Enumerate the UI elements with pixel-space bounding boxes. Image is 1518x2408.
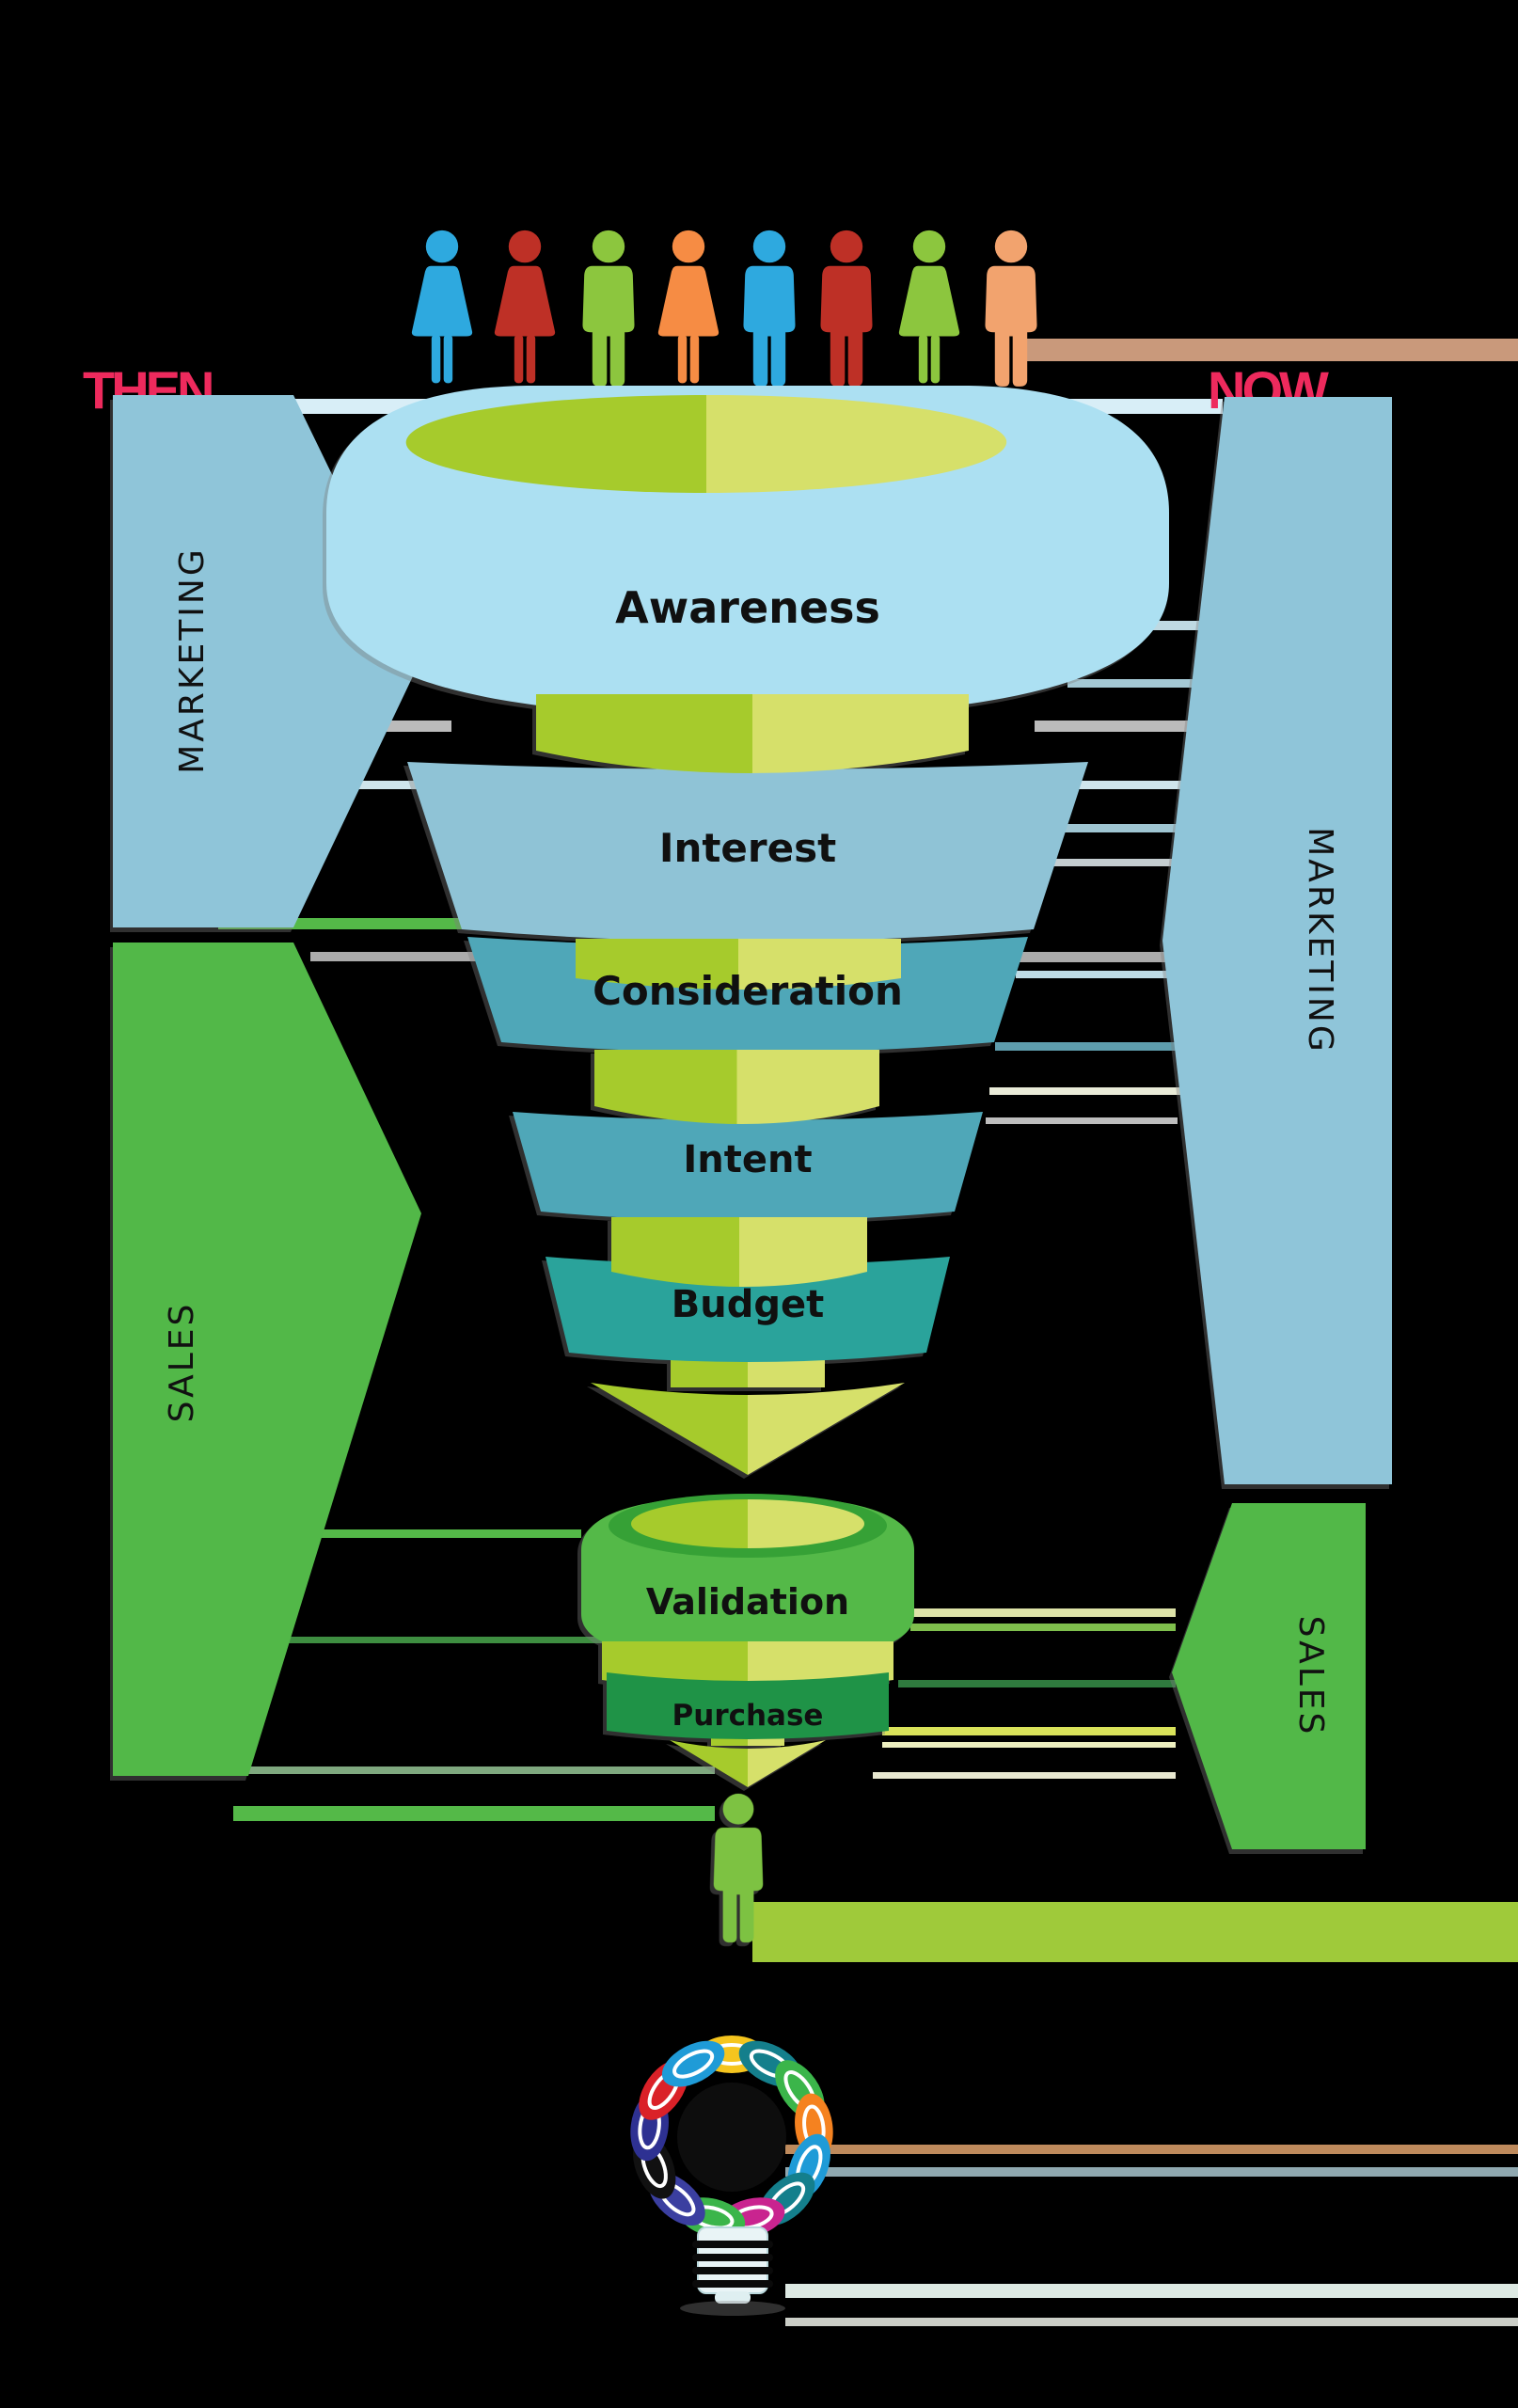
funnel-label-budget: Budget [672, 1283, 824, 1326]
streak-line [237, 1766, 715, 1774]
streak-line [785, 2167, 1518, 2177]
funnel-core-neck [576, 939, 901, 990]
streak-line [254, 1637, 607, 1643]
lightbulb-logo [630, 2036, 833, 2316]
funnel-core-neck [594, 1050, 879, 1124]
funnel-label-consideration: Consideration [593, 968, 903, 1014]
sales-panel-left-label: SALES [163, 1302, 201, 1423]
funnel-opening [405, 395, 1007, 493]
person-icon [820, 230, 873, 387]
bulb-shadow [680, 2301, 785, 2316]
streak-line [989, 1087, 1180, 1095]
streak-line [995, 1042, 1185, 1051]
streak-line [873, 1772, 1176, 1779]
funnel-core-neck [602, 1641, 893, 1690]
validation-opening [631, 1499, 864, 1548]
funnel-stage-interest [407, 762, 1088, 942]
person-icon [582, 230, 635, 387]
funnel-label-awareness: Awareness [615, 582, 880, 633]
funnel-stage-purchase [607, 1672, 889, 1739]
streak-line [1016, 952, 1194, 962]
streak-line [882, 1742, 1176, 1748]
person-icon [898, 230, 960, 384]
streak-line [275, 1529, 581, 1538]
streak-line [1042, 824, 1210, 832]
person-icon [743, 230, 796, 387]
funnel-label-intent: Intent [683, 1138, 812, 1181]
bulb-base-tip [715, 2291, 751, 2304]
bulb-base-thread [692, 2254, 773, 2261]
streak-line [910, 1608, 1176, 1617]
streak-line [1052, 781, 1213, 789]
streak-line [233, 1806, 715, 1821]
person-icon [985, 230, 1037, 387]
bulb-ring-blob-highlight [672, 2049, 715, 2079]
streak-line [1027, 339, 1518, 361]
funnel-label-validation: Validation [646, 1581, 849, 1623]
bulb-core [677, 2083, 786, 2192]
down-arrow-head [591, 1383, 905, 1475]
streak-line [785, 2318, 1518, 2326]
small-down-arrow-head [670, 1740, 826, 1787]
funnel-core-neck [536, 694, 969, 773]
sales-panel-left [113, 943, 421, 1776]
person-icon [494, 230, 556, 384]
streak-line [785, 2284, 1518, 2298]
funnel-stage-intent [513, 1112, 983, 1221]
funnel-stage-budget [546, 1257, 950, 1362]
streak-line [910, 1624, 1176, 1631]
streak-line [785, 2145, 1518, 2154]
audience-row [411, 230, 1037, 387]
streak-line [1035, 721, 1219, 732]
sales-panel-right-label: SALES [1291, 1616, 1330, 1737]
streak-line [898, 1680, 1176, 1687]
conversion-bar [752, 1902, 1518, 1962]
funnel-labels: Awareness Interest Consideration Intent … [593, 582, 903, 1733]
person-icon [411, 230, 473, 384]
streak-line [1030, 859, 1204, 866]
bulb-base-thread [692, 2267, 773, 2274]
person-icon [657, 230, 719, 384]
streak-line [986, 1117, 1178, 1124]
marketing-panel-right-label: MARKETING [1301, 827, 1339, 1054]
sales-panel-right [1172, 1503, 1366, 1849]
marketing-panel-right [1162, 397, 1392, 1484]
streak-line [310, 952, 480, 961]
funnel [326, 386, 1169, 1943]
bulb-base-thread [692, 2241, 773, 2248]
streak-line [882, 1727, 1176, 1735]
marketing-panel-left-label: MARKETING [173, 547, 212, 774]
funnel-label-interest: Interest [659, 825, 836, 871]
bulb-base-thread [692, 2280, 773, 2288]
streak-line [1067, 679, 1218, 688]
streak-line [299, 781, 440, 789]
streak-line [1016, 971, 1193, 978]
funnel-core-neck [611, 1217, 867, 1287]
funnel-label-purchase: Purchase [672, 1699, 824, 1733]
